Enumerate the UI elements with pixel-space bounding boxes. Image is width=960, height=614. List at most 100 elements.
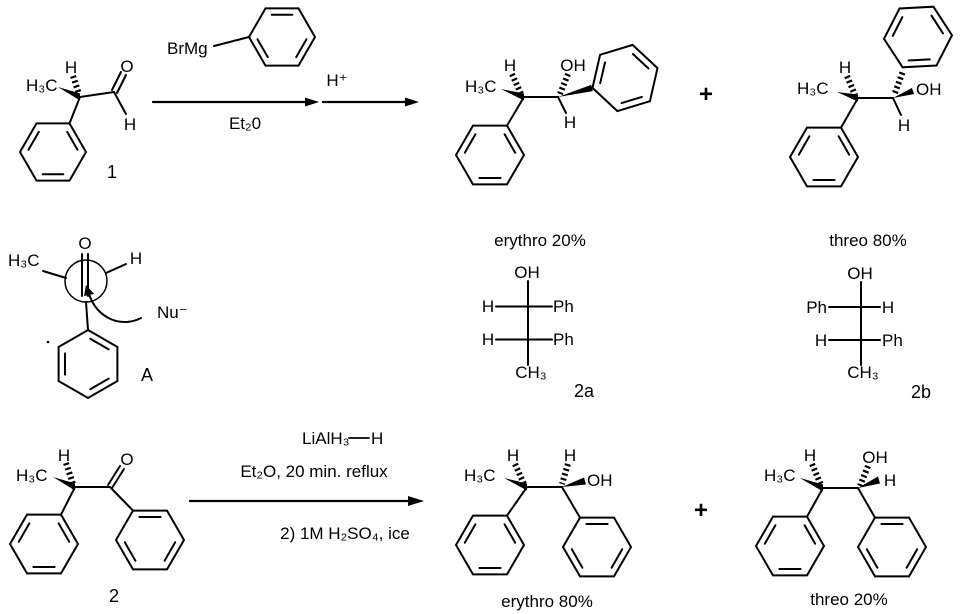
product-threo-bottom: H H₃C OH H threo 20% [754, 446, 928, 609]
benzene-ring-red [882, 5, 954, 69]
caption-erythro-bottom: erythro 80% [501, 592, 593, 611]
hash-bond [559, 463, 571, 485]
product-erythro-bottom: H H₃C H OH erythro 80% [454, 446, 633, 611]
methyl-label: H₃C [764, 466, 795, 485]
bond [806, 487, 824, 518]
compound-2: H H₃C O 2 [8, 446, 186, 606]
lialh-label: LiAlH₃ [302, 429, 350, 448]
product-threo-top: H₃C H OH H threo 80% [788, 5, 954, 250]
methyl-label: H₃C [464, 466, 495, 485]
benzene-ring [454, 124, 526, 186]
arrow-head [305, 97, 319, 107]
brmg-label: BrMg [167, 39, 208, 58]
hydrogen-label: H [130, 249, 142, 268]
bond [892, 97, 902, 116]
wedge-bond [501, 89, 524, 101]
caption-threo-bottom: threo 20% [810, 590, 888, 609]
benzene-ring [114, 509, 186, 571]
bond [42, 270, 67, 279]
wedge-bond [558, 84, 593, 97]
wedge-bond [858, 476, 880, 488]
attack-arrow-head [84, 285, 94, 296]
stray-dot [46, 340, 50, 344]
hydrogen-label: H [804, 446, 816, 465]
compound-1: H₃C H O H 1 [18, 57, 136, 182]
hash-bond [512, 462, 527, 486]
oxygen-label: O [120, 57, 133, 76]
double-bond [111, 71, 122, 91]
methyl-label: H₃C [797, 79, 828, 98]
hydrogen-label: H [65, 58, 77, 77]
bond [857, 487, 876, 519]
phenyl-label: Ph [553, 297, 574, 316]
reaction-arrow-1: Et₂0 [151, 97, 319, 133]
bond [561, 486, 581, 519]
benzene-ring [856, 516, 928, 578]
methyl-bottom-label: CH₃ [515, 363, 546, 382]
benzene-ring [8, 513, 80, 575]
wedge-bond [800, 478, 823, 492]
hash-bond [509, 72, 524, 96]
bond [109, 486, 134, 512]
hash-bond [809, 462, 824, 487]
benzene-ring [754, 515, 826, 577]
hydrogen-label: H [839, 58, 851, 77]
methyl-label: H₃C [26, 76, 57, 95]
hydrogen-label: H [124, 115, 136, 134]
reaction-arrow-2: H⁺ [321, 71, 419, 107]
plus-sign-top: + [699, 81, 713, 108]
bond [79, 91, 115, 98]
benzene-ring [18, 122, 88, 182]
hydroxyl-label: OH [862, 448, 888, 467]
fischer-2a: OH H Ph H Ph CH₃ 2a [482, 263, 595, 401]
caption-erythro-top: erythro 20% [494, 231, 586, 250]
hydrogen-label: H [882, 298, 894, 317]
conformation-A: H₃C O H Nu⁻ A [8, 234, 188, 400]
hash-bond [892, 69, 906, 95]
compound-1-label: 1 [107, 162, 117, 182]
hydrogen-label: H [482, 330, 494, 349]
hydrogen-red-label: H [884, 471, 896, 490]
conformation-A-label: A [141, 365, 153, 385]
plus-sign-bottom: + [694, 497, 708, 524]
benzene-ring [454, 514, 526, 576]
hydrogen-label: H [898, 116, 910, 135]
fischer-2a-label: 2a [574, 381, 595, 401]
hydrogen-label: H [815, 331, 827, 350]
hydrogen-red-label: H [564, 446, 576, 465]
bond [85, 301, 89, 331]
caption-threo-top: threo 80% [829, 231, 907, 250]
arrow-head [405, 97, 419, 107]
hydrogen-label: H [482, 297, 494, 316]
bond [113, 91, 127, 115]
newman-circle [64, 259, 108, 303]
oxygen-label: O [78, 234, 91, 253]
wedge-bond [58, 87, 80, 101]
double-bond [107, 465, 121, 486]
hydroxyl-label: OH [514, 263, 540, 282]
methyl-bottom-label: CH₃ [847, 363, 878, 382]
bond [60, 486, 76, 516]
bond [68, 96, 81, 125]
hydrogen-label: H [564, 113, 576, 132]
hydroxyl-label: OH [587, 471, 613, 490]
conditions-line1: Et₂O, 20 min. reflux [240, 462, 388, 481]
bond [105, 263, 127, 274]
grignard-reagent: BrMg [167, 7, 317, 67]
conditions-line2: 2) 1M H₂SO₄, ice [280, 524, 410, 543]
wedge-bond [53, 477, 75, 491]
double-bond [111, 468, 125, 489]
wedge-bond [893, 88, 915, 98]
hydrogen-label: H [504, 56, 516, 75]
hash-bond [63, 462, 76, 485]
hydrogen-label: H [58, 446, 70, 465]
hydroxyl-label: OH [847, 264, 873, 283]
benzene-ring-red [591, 43, 659, 113]
hash-bond [557, 72, 571, 96]
compound-2-label: 2 [109, 586, 119, 606]
bond [557, 96, 567, 114]
product-erythro-top: H₃C H OH H erythro 20% [454, 43, 659, 250]
phenyl-label: Ph [882, 331, 903, 350]
